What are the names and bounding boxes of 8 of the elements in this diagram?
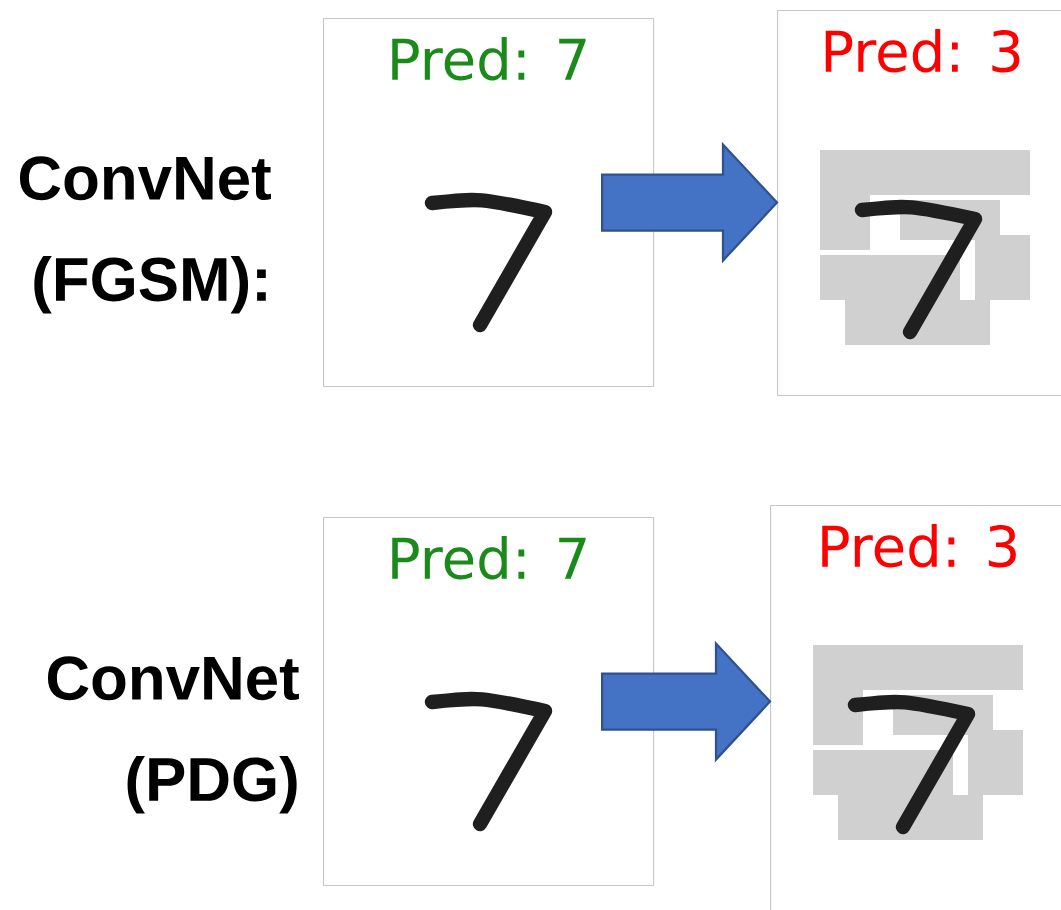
image-panel: Pred: 3 (777, 10, 1061, 397)
image-panel: Pred: 7 (323, 18, 655, 388)
row-label: ConvNet (PDG) (47, 656, 299, 814)
block-arrow (601, 640, 772, 763)
row-label: ConvNet (FGSM): (19, 156, 271, 314)
block-arrow (601, 141, 779, 264)
image-panel: Pred: 7 (323, 517, 655, 887)
image-panel: Pred: 3 (770, 505, 1061, 910)
